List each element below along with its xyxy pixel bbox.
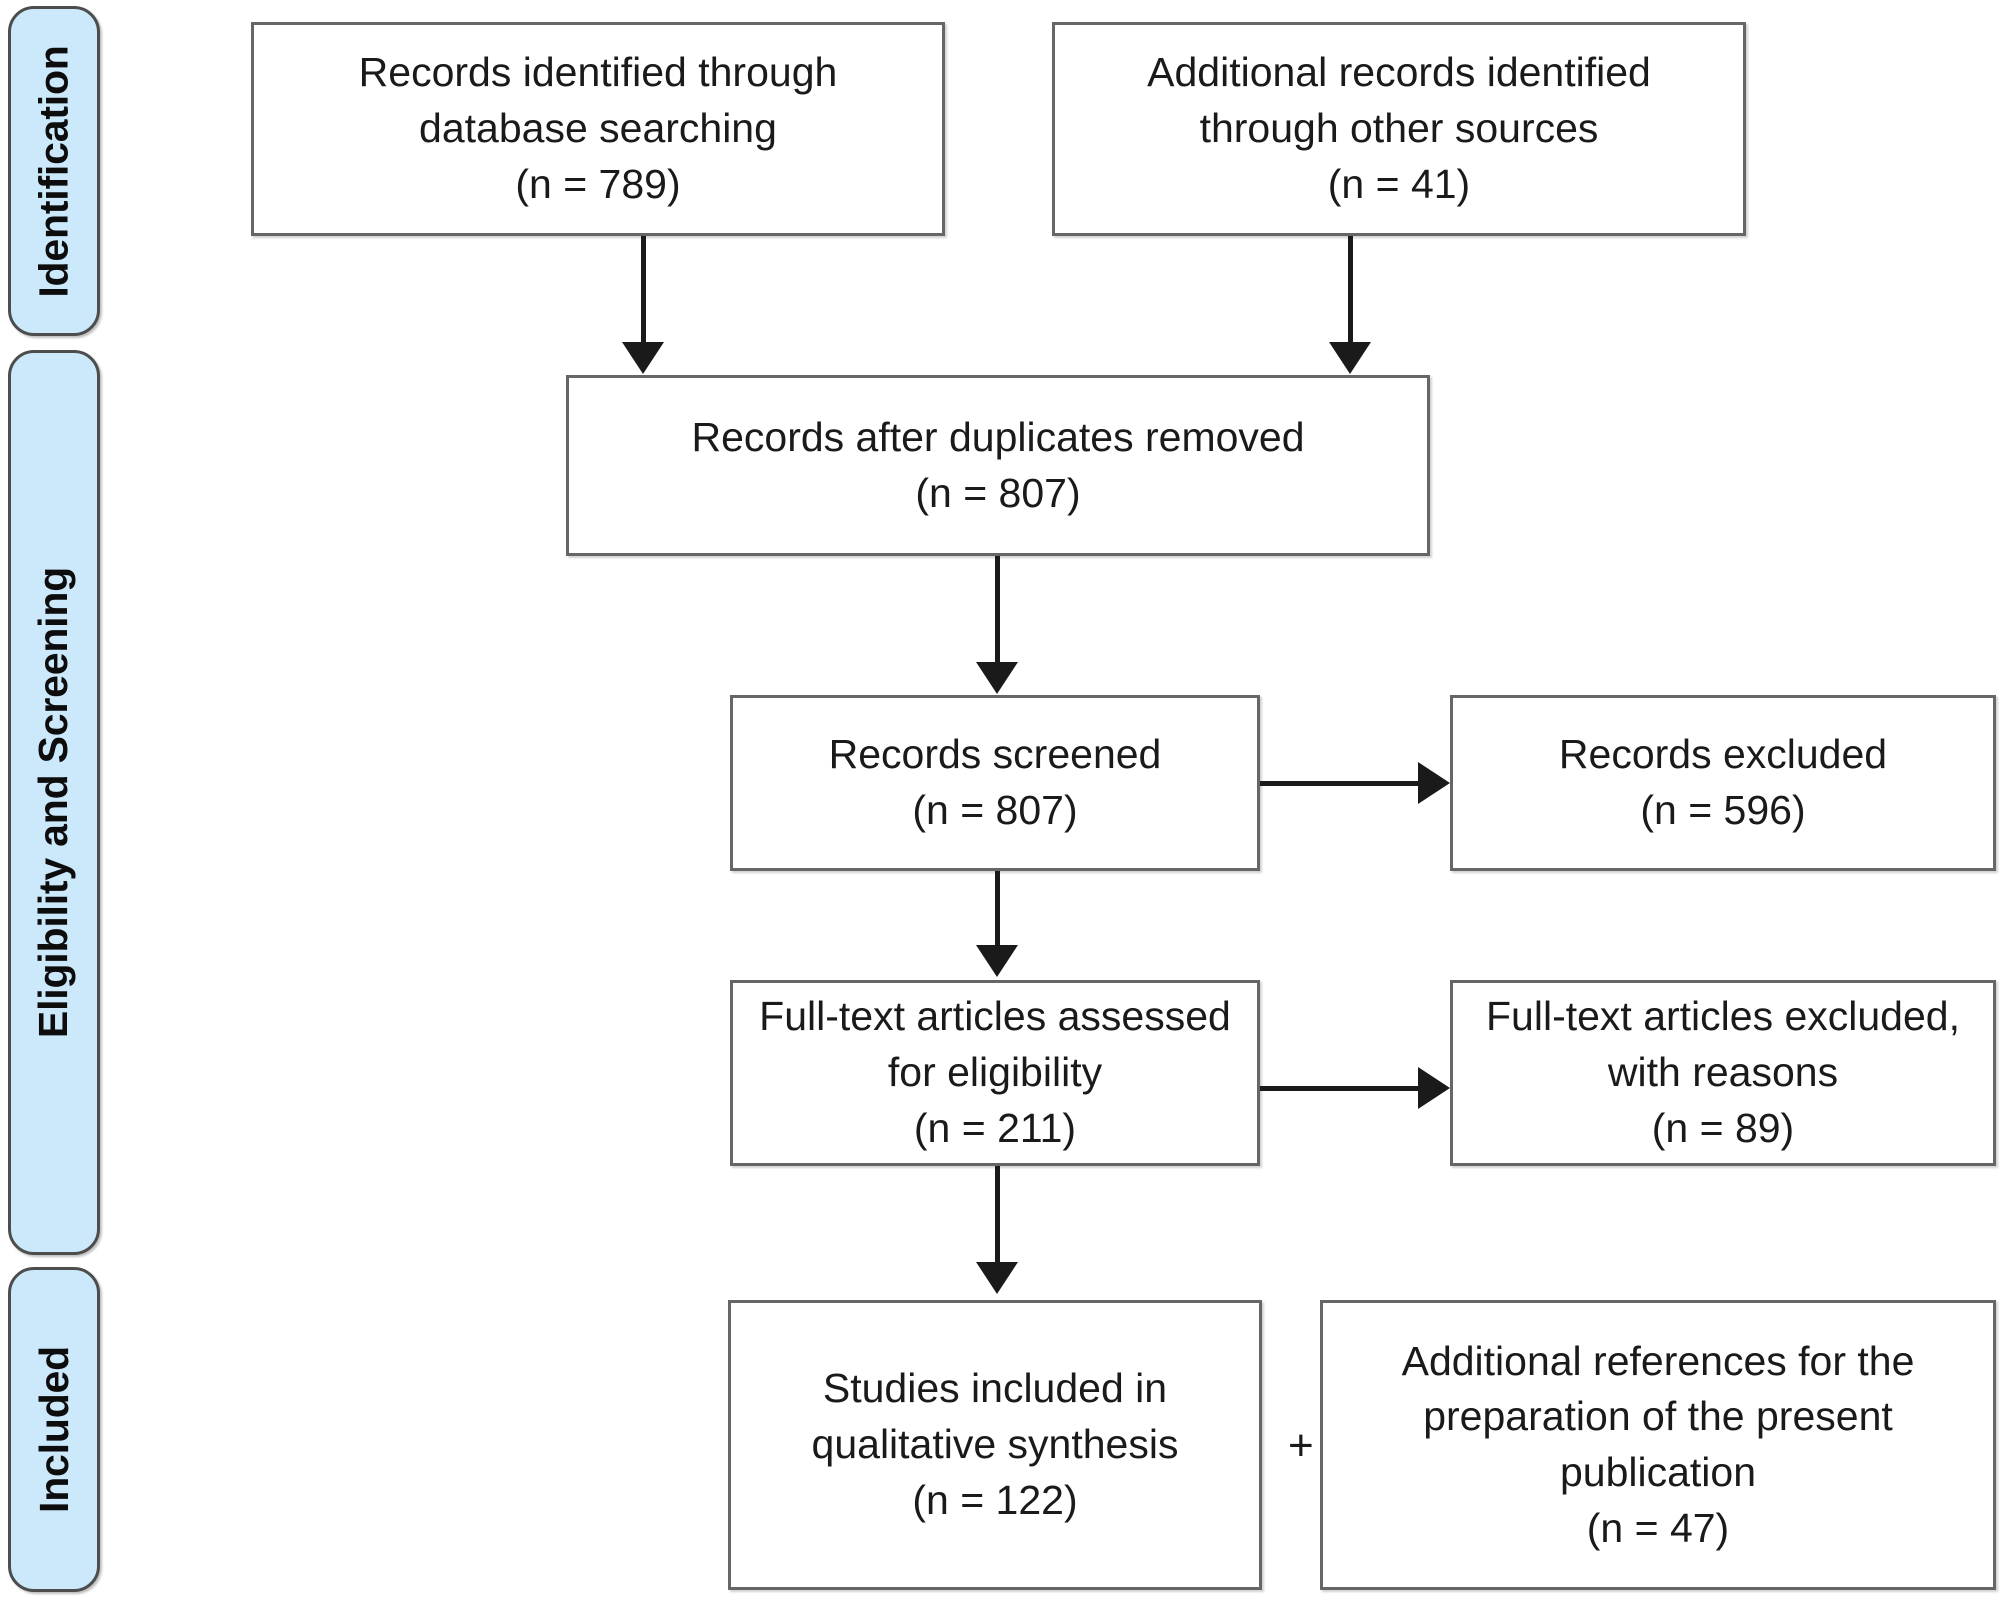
box-fulltext-excluded-count: (n = 89) — [1651, 1104, 1795, 1151]
box-additional-records-other-sources: Additional records identified through ot… — [1052, 22, 1746, 236]
connector-duplicates-to-screened-line — [995, 556, 1000, 666]
box-records-screened-line1: Records screened — [828, 731, 1162, 778]
connector-fulltext-to-included-arrow — [976, 1262, 1018, 1294]
connector-screened-to-fulltext-arrow — [976, 945, 1018, 977]
box-fulltext-assessed-line1: Full-text articles assessed — [759, 993, 1231, 1040]
connector-fulltext-to-excluded-arrow — [1418, 1067, 1450, 1109]
box-duplicates-removed-count: (n = 807) — [915, 469, 1081, 516]
box-fulltext-assessed-count: (n = 211) — [913, 1104, 1077, 1151]
stage-included: Included — [8, 1267, 100, 1592]
box-studies-included: Studies included in qualitative synthesi… — [728, 1300, 1262, 1590]
box-studies-included-count: (n = 122) — [912, 1476, 1078, 1523]
stage-identification: Identification — [8, 6, 100, 336]
connector-other-sources-to-duplicates-arrow — [1329, 342, 1371, 374]
box-additional-references: Additional references for the preparatio… — [1320, 1300, 1996, 1590]
box-other-sources-line1: Additional records identified — [1147, 49, 1651, 96]
stage-identification-label: Identification — [30, 44, 77, 298]
stage-eligibility-screening: Eligibility and Screening — [8, 350, 100, 1255]
box-other-sources-count: (n = 41) — [1327, 160, 1471, 207]
box-records-excluded-line1: Records excluded — [1558, 731, 1888, 778]
box-records-screened: Records screened (n = 807) — [730, 695, 1260, 871]
box-fulltext-assessed-line2: for eligibility — [887, 1049, 1103, 1096]
box-records-excluded-count: (n = 596) — [1640, 787, 1806, 833]
connector-screened-to-excluded-arrow — [1418, 762, 1450, 804]
connector-screened-to-fulltext-line — [995, 871, 1000, 949]
connector-database-to-duplicates-line — [641, 236, 646, 346]
box-studies-included-line1: Studies included in — [822, 1365, 1168, 1412]
box-additional-references-line2: preparation of the present — [1423, 1393, 1893, 1440]
connector-fulltext-to-included-line — [995, 1166, 1000, 1266]
connector-other-sources-to-duplicates-line — [1348, 236, 1353, 346]
stage-included-label: Included — [30, 1346, 77, 1513]
box-additional-references-line3: publication — [1559, 1449, 1757, 1495]
box-additional-references-line1: Additional references for the — [1401, 1337, 1915, 1384]
box-fulltext-excluded-line1: Full-text articles excluded, — [1486, 993, 1960, 1040]
box-database-search-count: (n = 789) — [515, 160, 681, 207]
box-records-excluded: Records excluded (n = 596) — [1450, 695, 1996, 871]
box-fulltext-articles-excluded: Full-text articles excluded, with reason… — [1450, 980, 1996, 1166]
connector-database-to-duplicates-arrow — [622, 342, 664, 374]
stage-eligibility-screening-label: Eligibility and Screening — [30, 566, 77, 1039]
box-other-sources-line2: through other sources — [1199, 105, 1599, 152]
box-records-screened-count: (n = 807) — [912, 787, 1078, 833]
box-additional-references-count: (n = 47) — [1586, 1504, 1730, 1551]
box-duplicates-removed-line1: Records after duplicates removed — [691, 413, 1305, 460]
box-records-identified-database: Records identified through database sear… — [251, 22, 945, 236]
box-database-search-line1: Records identified through — [358, 49, 838, 96]
box-fulltext-articles-assessed: Full-text articles assessed for eligibil… — [730, 980, 1260, 1166]
box-fulltext-excluded-line2: with reasons — [1607, 1049, 1839, 1096]
box-records-after-duplicates-removed: Records after duplicates removed (n = 80… — [566, 375, 1430, 556]
box-database-search-line2: database searching — [419, 105, 777, 152]
connector-screened-to-excluded-line — [1260, 781, 1430, 786]
connector-fulltext-to-excluded-line — [1260, 1086, 1430, 1091]
box-studies-included-line2: qualitative synthesis — [811, 1421, 1179, 1468]
plus-icon: + — [1288, 1421, 1314, 1470]
connector-duplicates-to-screened-arrow — [976, 662, 1018, 694]
